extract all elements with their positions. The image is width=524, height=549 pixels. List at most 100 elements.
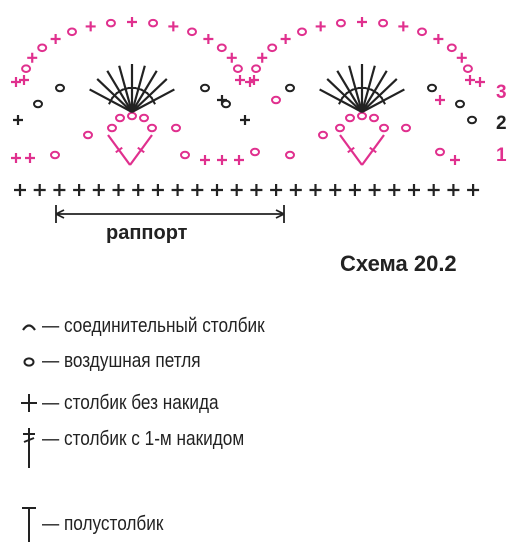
legend-text: — воздушная петля (42, 349, 201, 372)
single-crochet-mark (50, 33, 61, 44)
single-crochet-mark (427, 184, 440, 196)
double-crochet-bar (380, 96, 386, 105)
chain-mark (427, 83, 437, 93)
single-crochet-mark (217, 95, 227, 105)
single-crochet-mark (230, 184, 243, 196)
single-crochet-mark (171, 184, 184, 196)
chain-mark (115, 113, 125, 123)
single-crochet-mark (257, 52, 268, 63)
single-crochet-mark (132, 184, 145, 196)
chain-mark (369, 113, 379, 123)
single-crochet-mark (92, 184, 105, 196)
chain-mark (335, 18, 346, 28)
single-crochet-mark (11, 77, 21, 87)
slip-stitch-icon (16, 311, 42, 341)
double-crochet-bar (347, 146, 355, 154)
chain-mark (148, 18, 159, 28)
single-crochet-mark (280, 33, 291, 44)
chain-mark (55, 83, 65, 93)
single-crochet-mark (151, 184, 164, 196)
single-crochet-mark (191, 184, 204, 196)
chain-mark (267, 43, 278, 53)
chain-mark (147, 123, 157, 133)
single-crochet-mark (408, 184, 420, 196)
single-crochet-mark (250, 184, 263, 196)
chain-mark (33, 99, 43, 109)
chain-mark (357, 111, 367, 121)
half-double-crochet-icon (16, 504, 42, 544)
single-crochet-mark (211, 184, 223, 196)
legend-row-slip-stitch: — соединительный столбик (16, 311, 301, 341)
chain-mark (83, 130, 93, 140)
double-crochet-icon (16, 424, 42, 470)
chain-mark (105, 18, 116, 28)
legend-text: — столбик без накида (42, 391, 219, 414)
single-crochet-mark (168, 21, 179, 32)
single-crochet-mark (289, 184, 302, 196)
chain-mark (180, 150, 190, 160)
single-crochet-mark (465, 75, 475, 85)
single-crochet-mark (33, 184, 46, 196)
double-crochet-bar (369, 146, 377, 154)
chain-icon (16, 346, 42, 376)
chain-mark (318, 130, 328, 140)
single-crochet-mark (73, 184, 86, 196)
single-crochet-mark (127, 17, 137, 27)
chain-mark (187, 27, 198, 37)
single-crochet-mark (348, 184, 361, 196)
single-crochet-mark (475, 77, 485, 87)
single-crochet-mark (85, 21, 96, 32)
single-crochet-mark (270, 184, 283, 196)
chain-mark (335, 123, 345, 133)
single-crochet-mark (235, 75, 245, 85)
single-crochet-mark (240, 115, 250, 125)
repeat-bracket (55, 205, 285, 223)
chain-mark (401, 123, 411, 133)
single-crochet-mark (467, 184, 480, 196)
legend-row-single-crochet: — столбик без накида (16, 388, 247, 418)
single-crochet-mark (433, 33, 444, 44)
row-number-1: 1 (496, 145, 507, 166)
single-crochet-mark (13, 115, 23, 125)
row-number-2: 2 (496, 113, 507, 134)
chain-mark (285, 150, 295, 160)
single-crochet-mark (398, 21, 409, 32)
chain-mark (271, 95, 281, 105)
single-crochet-mark (329, 184, 342, 196)
legend-row-double-crochet: — столбик с 1-м накидом (16, 424, 277, 470)
chain-mark (216, 43, 227, 53)
single-crochet-mark (226, 52, 237, 63)
single-crochet-mark (27, 52, 38, 63)
single-crochet-mark (245, 77, 255, 87)
single-crochet-mark (112, 184, 125, 196)
chain-mark (139, 113, 149, 123)
single-crochet-mark (14, 184, 26, 196)
single-crochet-mark (234, 155, 244, 165)
single-crochet-mark (11, 153, 21, 163)
single-crochet-mark (200, 155, 210, 165)
legend-row-half-double: — полустолбик (16, 504, 183, 544)
chain-mark (296, 27, 307, 37)
double-crochet-bar (150, 96, 156, 105)
chain-mark (37, 43, 48, 53)
chain-mark (250, 147, 260, 157)
chain-mark (462, 64, 473, 73)
chain-mark (455, 99, 465, 109)
row-number-3: 3 (496, 82, 507, 103)
single-crochet-mark (309, 184, 322, 196)
single-crochet-mark (357, 17, 367, 27)
legend-text: — соединительный столбик (42, 314, 265, 337)
single-crochet-mark (315, 21, 326, 32)
single-crochet-mark (25, 153, 35, 163)
double-crochet-bar (115, 146, 123, 154)
single-crochet-mark (450, 155, 460, 165)
legend-text: — полустолбик (42, 512, 164, 535)
chain-mark (467, 115, 477, 125)
chain-mark (379, 123, 389, 133)
chain-mark (50, 150, 60, 160)
chain-mark (171, 123, 181, 133)
chain-mark (446, 43, 457, 53)
chain-mark (21, 64, 32, 73)
chain-mark (200, 83, 210, 93)
chain-mark (127, 111, 137, 121)
